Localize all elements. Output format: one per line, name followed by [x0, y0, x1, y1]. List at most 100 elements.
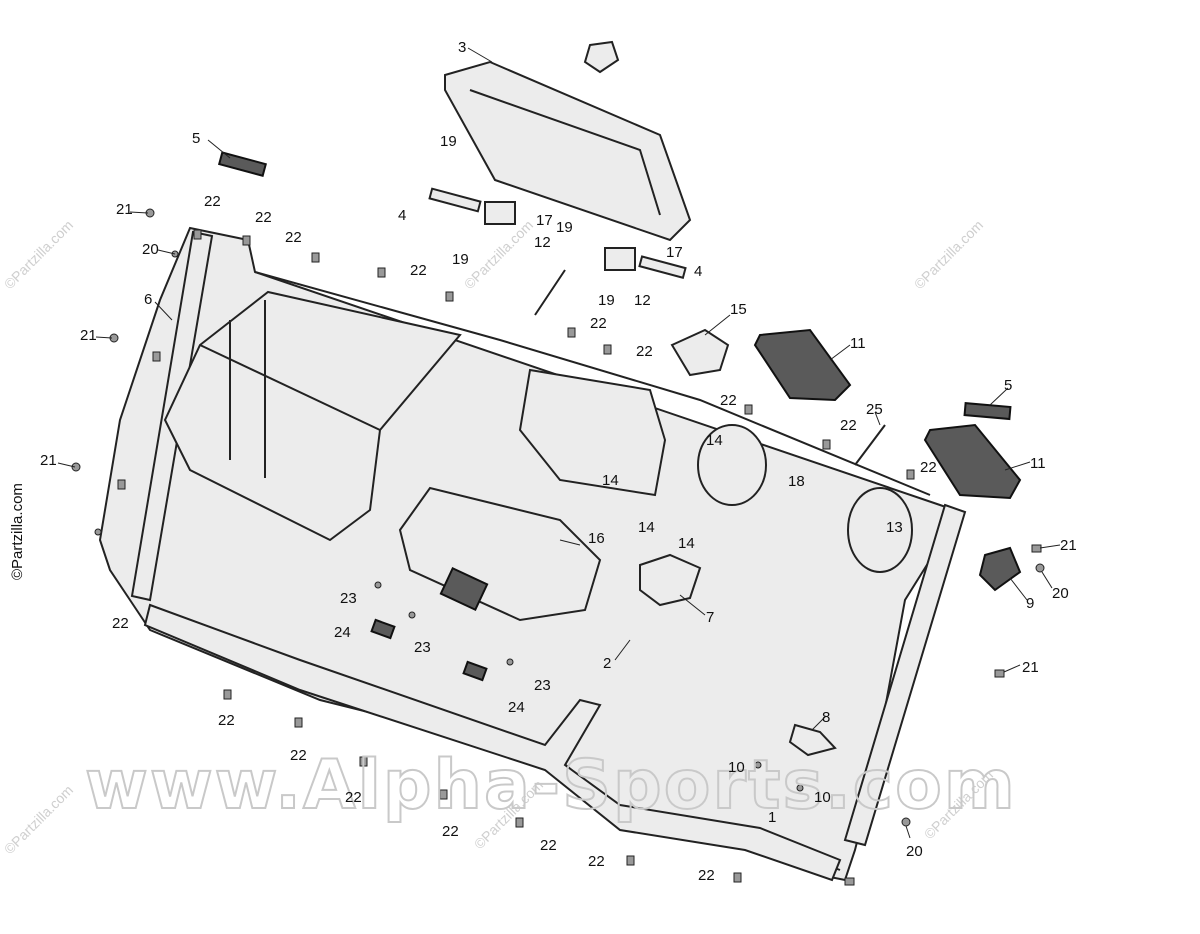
main-watermark: www.Alpha-Sports.com [85, 746, 1017, 825]
control-knob [978, 546, 1022, 592]
glove-box-lid [444, 60, 692, 242]
electrical-module [639, 553, 702, 607]
callout-19: 19 [556, 219, 573, 236]
screw [94, 528, 102, 536]
clip [994, 669, 1005, 678]
right-hinge [604, 247, 636, 271]
rubber-pad [370, 618, 396, 640]
callout-14: 14 [678, 535, 695, 552]
screw [374, 581, 382, 589]
clip [223, 689, 232, 700]
mount-bracket [788, 723, 837, 757]
screw [1035, 563, 1045, 573]
callout-8: 8 [822, 709, 830, 726]
callout-21: 21 [80, 327, 97, 344]
callout-22: 22 [290, 747, 307, 764]
screw [796, 784, 804, 792]
callout-21: 21 [1060, 537, 1077, 554]
callout-14: 14 [602, 472, 619, 489]
callout-11: 11 [1030, 455, 1046, 472]
callout-14: 14 [706, 432, 723, 449]
small-watermark: ©Partzilla.com [1, 782, 76, 857]
clip [822, 439, 831, 450]
glove-box-bin [163, 290, 462, 542]
clip [567, 327, 576, 338]
callout-10: 10 [728, 759, 745, 776]
clip [744, 404, 753, 415]
callout-22: 22 [410, 262, 427, 279]
callout-22: 22 [255, 209, 272, 226]
right-speaker-pod [847, 487, 913, 573]
clip [1031, 544, 1042, 553]
callout-12: 12 [534, 234, 551, 251]
small-watermark: ©Partzilla.com [1, 217, 76, 292]
callout-3: 3 [458, 39, 466, 56]
clip [242, 235, 251, 246]
callout-22: 22 [442, 823, 459, 840]
screw [71, 462, 81, 472]
clip [733, 872, 742, 883]
screw [506, 658, 514, 666]
callout-22: 22 [588, 853, 605, 870]
callout-19: 19 [440, 133, 457, 150]
clip [603, 344, 612, 355]
clip [311, 252, 320, 263]
callout-16: 16 [588, 530, 605, 547]
callout-22: 22 [698, 867, 715, 884]
callout-19: 19 [452, 251, 469, 268]
callout-25: 25 [866, 401, 883, 418]
callout-22: 22 [204, 193, 221, 210]
callout-22: 22 [920, 459, 937, 476]
callout-23: 23 [340, 590, 357, 607]
left-hinge [484, 201, 516, 225]
gauge-opening [518, 368, 667, 497]
callout-22: 22 [590, 315, 607, 332]
callout-13: 13 [886, 519, 903, 536]
callout-15: 15 [730, 301, 747, 318]
callout-22: 22 [285, 229, 302, 246]
power-socket [670, 328, 730, 377]
callout-6: 6 [144, 291, 152, 308]
left-speaker-pod [697, 424, 767, 506]
screw [408, 611, 416, 619]
leader-lines [57, 47, 1061, 839]
callout-2: 2 [603, 655, 611, 672]
clip [294, 717, 303, 728]
callout-23: 23 [534, 677, 551, 694]
clip [193, 229, 202, 240]
callout-10: 10 [814, 789, 831, 806]
callout-17: 17 [666, 244, 683, 261]
clip [377, 267, 386, 278]
callout-9: 9 [1026, 595, 1034, 612]
clip [844, 877, 855, 886]
callout-23: 23 [414, 639, 431, 656]
small-watermark: ©Partzilla.com [461, 217, 536, 292]
callout-20: 20 [1052, 585, 1069, 602]
callout-21: 21 [1022, 659, 1039, 676]
callout-4: 4 [398, 207, 406, 224]
callout-18: 18 [788, 473, 805, 490]
clip [359, 756, 368, 767]
clip [906, 469, 915, 480]
callout-20: 20 [906, 843, 923, 860]
right-vent-grille [963, 402, 1012, 421]
callout-24: 24 [334, 624, 351, 641]
lower-trim [143, 603, 842, 882]
callout-20: 20 [142, 241, 159, 258]
clip [515, 817, 524, 828]
right-hinge-pin [638, 255, 687, 280]
callout-22: 22 [720, 392, 737, 409]
callout-4: 4 [694, 263, 702, 280]
callout-1: 1 [768, 809, 776, 826]
bolts [71, 208, 1045, 827]
callout-21: 21 [40, 452, 57, 469]
callout-11: 11 [850, 335, 866, 352]
callout-22: 22 [840, 417, 857, 434]
left-hinge-pin [428, 187, 482, 213]
callout-24: 24 [508, 699, 525, 716]
rubber-pad [462, 660, 488, 682]
screw [754, 761, 762, 769]
callout-22: 22 [636, 343, 653, 360]
callout-17: 17 [536, 212, 553, 229]
